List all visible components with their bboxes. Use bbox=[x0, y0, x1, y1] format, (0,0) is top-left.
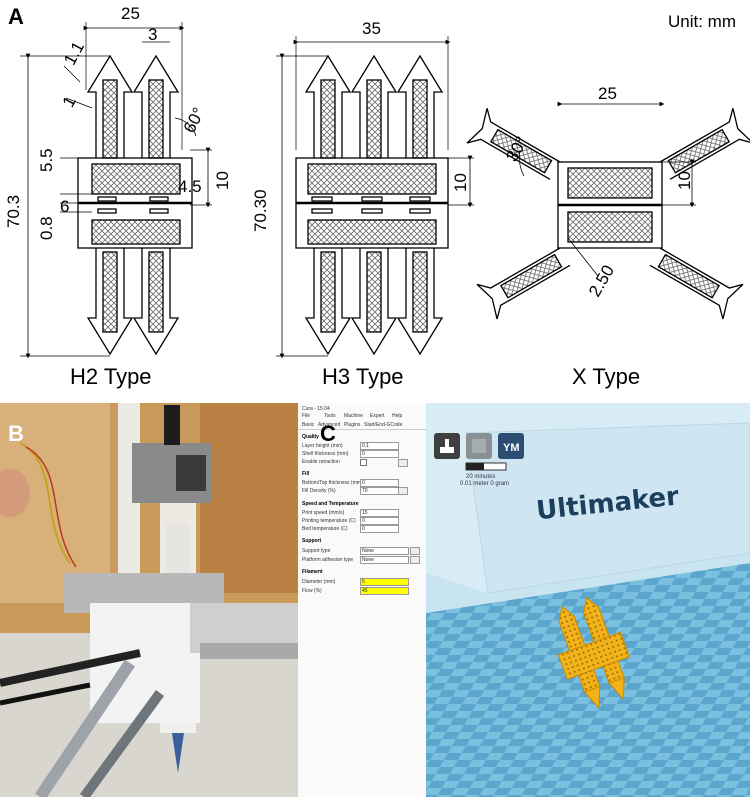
printer-photo-illustration bbox=[0, 403, 298, 797]
print-speed-input[interactable]: 15 bbox=[360, 509, 399, 517]
retraction-settings-button[interactable] bbox=[398, 459, 408, 467]
x-dim-2-50: 2.50 bbox=[585, 262, 618, 300]
drawings-svg: 25 3 1.1 1 60° 5.5 4.5 10 6 0.8 70.3 bbox=[4, 4, 750, 359]
adhesion-settings-button[interactable] bbox=[410, 556, 420, 564]
tab-advanced[interactable]: Advanced bbox=[318, 422, 341, 428]
panel-letter-c: C bbox=[320, 421, 336, 446]
panel-b-printer-photo: B bbox=[0, 403, 298, 797]
field-label-support-type: Support type bbox=[302, 548, 331, 554]
h3-dim-width: 35 bbox=[362, 19, 381, 38]
h2-dim-height: 70.3 bbox=[4, 195, 23, 228]
flow-input[interactable]: 45 bbox=[360, 587, 409, 595]
field-label-platform-adhesion: Platform adhesion type bbox=[302, 557, 354, 563]
section-support: Support bbox=[302, 538, 322, 544]
menu-help[interactable]: Help bbox=[392, 413, 403, 419]
panel-a-drawings: A Unit: mm bbox=[4, 4, 750, 389]
h3-dim-10: 10 bbox=[451, 173, 470, 192]
h2-dim-4-5: 4.5 bbox=[178, 177, 202, 196]
section-fill: Fill bbox=[302, 471, 310, 477]
menu-tools[interactable]: Tools bbox=[324, 413, 336, 419]
field-label-enable-retraction: Enable retraction bbox=[302, 459, 340, 465]
ym-label: YM bbox=[503, 442, 520, 454]
retraction-checkbox[interactable] bbox=[360, 459, 367, 466]
h3-drawing bbox=[276, 36, 474, 359]
bottom-top-thickness-input[interactable]: 0 bbox=[360, 479, 399, 487]
fill-settings-button[interactable] bbox=[398, 487, 408, 495]
h2-dim-5-5: 5.5 bbox=[37, 148, 56, 172]
h2-dim-6: 6 bbox=[60, 197, 69, 216]
tab-start-end-gcode[interactable]: Start/End-GCode bbox=[364, 422, 403, 428]
h3-dim-height: 70.30 bbox=[251, 189, 270, 232]
h2-prong-upper-right bbox=[132, 54, 180, 158]
menu-file[interactable]: File bbox=[302, 413, 311, 419]
section-filament: Filament bbox=[302, 569, 323, 575]
field-label-bed-temperature: Bed temperature (C) bbox=[302, 526, 348, 532]
support-settings-button[interactable] bbox=[410, 547, 420, 555]
layer-height-input[interactable]: 0.1 bbox=[360, 442, 399, 450]
h2-dim-width: 25 bbox=[121, 4, 140, 23]
h2-type-label: H2 Type bbox=[70, 364, 152, 389]
field-label-bottom-top: Bottom/Top thickness (mm) bbox=[302, 480, 363, 486]
cura-3d-viewport[interactable]: YM 20 minutes 0.01 meter 0 gram Ultimake… bbox=[426, 403, 750, 797]
h2-prong-lower-left bbox=[86, 248, 134, 356]
print-material-text: 0.01 meter 0 gram bbox=[460, 481, 509, 487]
shell-thickness-input[interactable]: 0 bbox=[360, 450, 399, 458]
field-label-layer-height: Layer height (mm) bbox=[302, 443, 343, 449]
tab-basic[interactable]: Basic bbox=[302, 422, 315, 428]
h2-dim-tip2: 1 bbox=[59, 93, 80, 110]
printing-temperature-input[interactable]: 0 bbox=[360, 517, 399, 525]
bed-temperature-input[interactable]: 0 bbox=[360, 525, 399, 533]
ym-icon[interactable] bbox=[498, 433, 524, 459]
x-type-label: X Type bbox=[572, 364, 641, 389]
field-label-diameter: Diameter (mm) bbox=[302, 579, 336, 585]
cura-settings-sidebar: Cura - 15.04 File Tools Machine Expert H… bbox=[298, 403, 427, 797]
field-label-shell-thickness: Shell thickness (mm) bbox=[302, 451, 349, 457]
panel-letter-a: A bbox=[8, 4, 24, 29]
section-quality: Quality bbox=[302, 434, 319, 440]
unit-label: Unit: mm bbox=[668, 12, 736, 31]
field-label-printing-temperature: Printing temperature (C) bbox=[302, 518, 356, 524]
h2-prong-lower-right bbox=[132, 248, 180, 356]
h2-dim-tip1: 1.1 bbox=[60, 38, 88, 68]
h2-dim-0-8: 0.8 bbox=[37, 216, 56, 240]
platform-adhesion-select[interactable]: None bbox=[360, 556, 409, 564]
menu-expert[interactable]: Expert bbox=[370, 413, 385, 419]
print-time-text: 20 minutes bbox=[466, 474, 495, 480]
h2-dim-prong: 3 bbox=[148, 25, 157, 44]
x-dim-width: 25 bbox=[598, 84, 617, 103]
diameter-input[interactable]: 5 bbox=[360, 578, 409, 586]
fill-density-input[interactable]: 70 bbox=[360, 487, 399, 495]
panel-letter-b: B bbox=[8, 421, 24, 446]
cura-window-title: Cura - 15.04 bbox=[302, 406, 330, 412]
field-label-flow: Flow (%) bbox=[302, 588, 322, 594]
tab-plugins[interactable]: Plugins bbox=[344, 422, 361, 428]
viewport-scene: YM 20 minutes 0.01 meter 0 gram Ultimake… bbox=[426, 403, 750, 797]
h2-drawing bbox=[20, 22, 212, 359]
section-speed-temperature: Speed and Temperature bbox=[302, 501, 359, 507]
h2-dim-angle: 60° bbox=[180, 104, 209, 136]
support-type-select[interactable]: None bbox=[360, 547, 409, 555]
field-label-fill-density: Fill Density (%) bbox=[302, 488, 336, 494]
menu-machine[interactable]: Machine bbox=[344, 413, 363, 419]
panel-c-cura-window: Cura - 15.04 File Tools Machine Expert H… bbox=[298, 403, 750, 797]
h3-type-label: H3 Type bbox=[322, 364, 404, 389]
x-drawing bbox=[466, 101, 750, 320]
x-dim-10: 10 bbox=[675, 171, 694, 190]
h2-dim-10: 10 bbox=[213, 171, 232, 190]
field-label-print-speed: Print speed (mm/s) bbox=[302, 510, 345, 516]
h2-model[interactable] bbox=[543, 591, 642, 715]
